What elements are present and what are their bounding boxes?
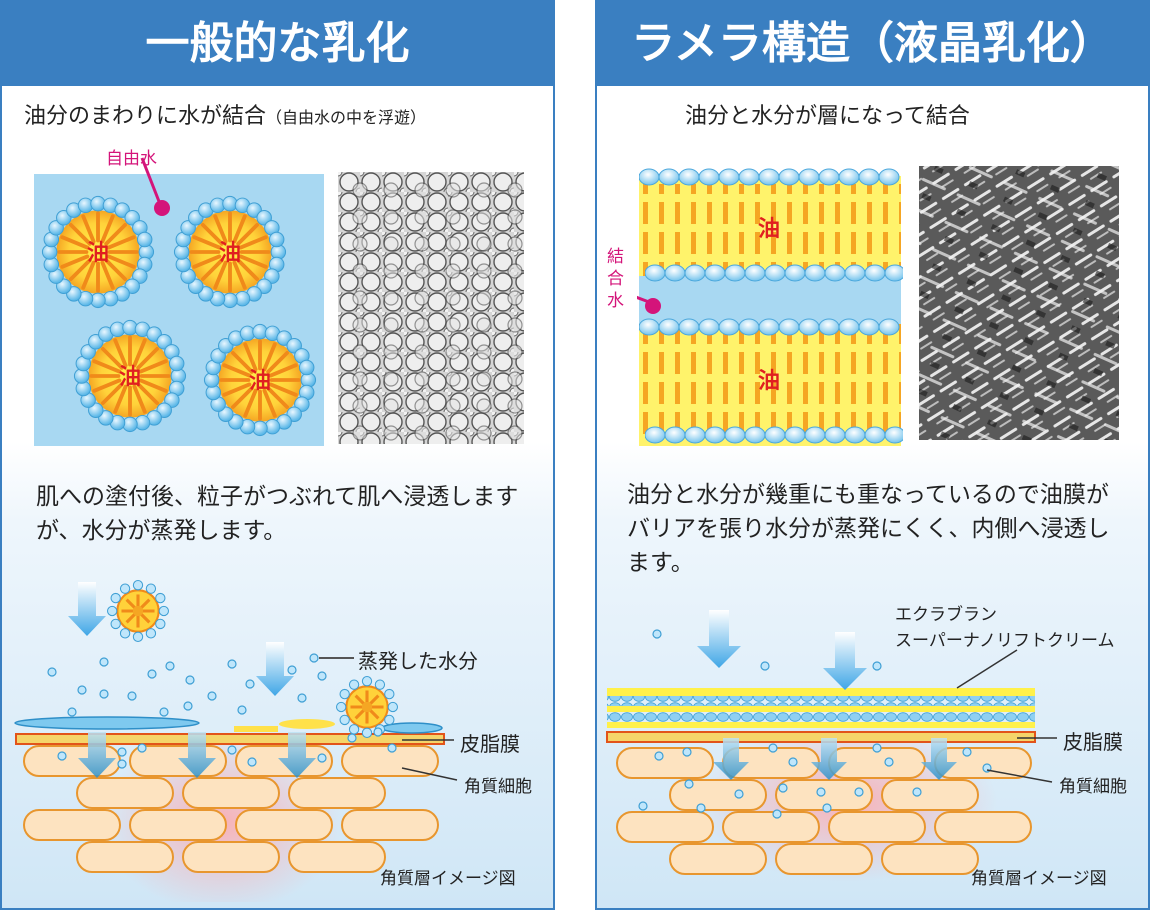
corneocyte-label: 角質細胞 bbox=[464, 777, 532, 797]
lamellar-skin-diagram bbox=[606, 610, 1057, 882]
lamellar-micrograph bbox=[919, 166, 1119, 440]
emulsion-droplet-diagram: 油 油 油 油 bbox=[34, 157, 324, 446]
water-dots bbox=[638, 629, 992, 819]
oil-droplet-small bbox=[107, 580, 169, 642]
panel-title: 一般的な乳化 bbox=[2, 2, 553, 86]
panel-lamellar-structure: ラメラ構造（液晶乳化） 油分と水分が層になって結合 bbox=[595, 0, 1150, 910]
oil-label: 油 bbox=[249, 369, 271, 394]
film-water-layer bbox=[607, 712, 1035, 722]
free-water-dot bbox=[154, 200, 170, 216]
down-arrow-icon bbox=[697, 610, 741, 668]
diagram-caption: 角質層イメージ図 bbox=[971, 869, 1107, 889]
free-water-pointer bbox=[140, 157, 162, 205]
panel-general-emulsion: 一般的な乳化 油分のまわりに水が結合（自由水の中を浮遊） 自由水 bbox=[0, 0, 555, 910]
panel-subtitle: 油分と水分が層になって結合 bbox=[685, 104, 970, 129]
evaporating-water-dots bbox=[47, 657, 397, 769]
bound-water-label: 結合水 bbox=[607, 247, 624, 311]
down-arrow-icon bbox=[823, 632, 867, 690]
product-label-line1: エクラブラン bbox=[895, 605, 997, 625]
panel-title: ラメラ構造（液晶乳化） bbox=[597, 2, 1148, 86]
product-label-line2: スーパーナノリフトクリーム bbox=[895, 631, 1115, 651]
film-oil-layer bbox=[607, 722, 1035, 728]
penetration-arrow-icon bbox=[811, 738, 847, 780]
flattened-droplet bbox=[14, 716, 200, 730]
emulsion-micrograph bbox=[338, 172, 524, 444]
flattened-oil bbox=[234, 726, 278, 732]
sebum-membrane-label: 皮脂膜 bbox=[460, 732, 520, 756]
oil-label: 油 bbox=[758, 217, 780, 242]
oil-layer-upper bbox=[639, 184, 901, 278]
film-oil-layer bbox=[607, 706, 1035, 712]
down-arrow-icon bbox=[68, 582, 106, 636]
description-text: 油分と水分が幾重にも重なっているので油膜がバリアを張り水分が蒸発にくく、内側へ浸… bbox=[627, 482, 1110, 576]
oil-label: 油 bbox=[758, 369, 780, 394]
corneocyte-label: 角質細胞 bbox=[1059, 777, 1127, 797]
down-arrow-icon bbox=[256, 642, 294, 696]
corneocyte-leader bbox=[986, 769, 1053, 783]
oil-label: 油 bbox=[219, 241, 241, 266]
evaporated-water-dot bbox=[309, 653, 319, 663]
flattened-oil bbox=[279, 719, 335, 729]
bound-water-pointer bbox=[637, 295, 650, 304]
penetration-arrow-icon bbox=[178, 732, 216, 778]
panel-subtitle: 油分のまわりに水が結合（自由水の中を浮遊） bbox=[24, 104, 427, 129]
bound-water-layer bbox=[639, 276, 901, 324]
subtitle-note: （自由水の中を浮遊） bbox=[266, 108, 427, 127]
film-oil-layer bbox=[607, 688, 1035, 696]
lamellar-layer-diagram: 油 油 bbox=[637, 168, 903, 446]
evaporated-water-label: 蒸発した水分 bbox=[358, 649, 478, 673]
oil-layer-lower bbox=[639, 324, 901, 436]
corneocyte-leader bbox=[401, 767, 458, 781]
film-water-layer bbox=[607, 696, 1035, 706]
diagram-caption: 角質層イメージ図 bbox=[380, 869, 516, 889]
oil-label: 油 bbox=[87, 241, 109, 266]
product-leader bbox=[956, 649, 1018, 689]
penetration-arrow-icon bbox=[78, 732, 116, 778]
description-text: 肌への塗付後、粒子がつぶれて肌へ浸透しますが、水分が蒸発します。 bbox=[36, 484, 519, 544]
penetration-arrow-icon bbox=[278, 732, 316, 778]
sebum-membrane bbox=[15, 733, 445, 745]
sebum-membrane-label: 皮脂膜 bbox=[1063, 730, 1123, 754]
penetration-arrow-icon bbox=[921, 738, 957, 780]
skin-penetration-diagram bbox=[14, 580, 458, 902]
penetration-arrow-icon bbox=[713, 738, 749, 780]
oil-label: 油 bbox=[119, 365, 141, 390]
